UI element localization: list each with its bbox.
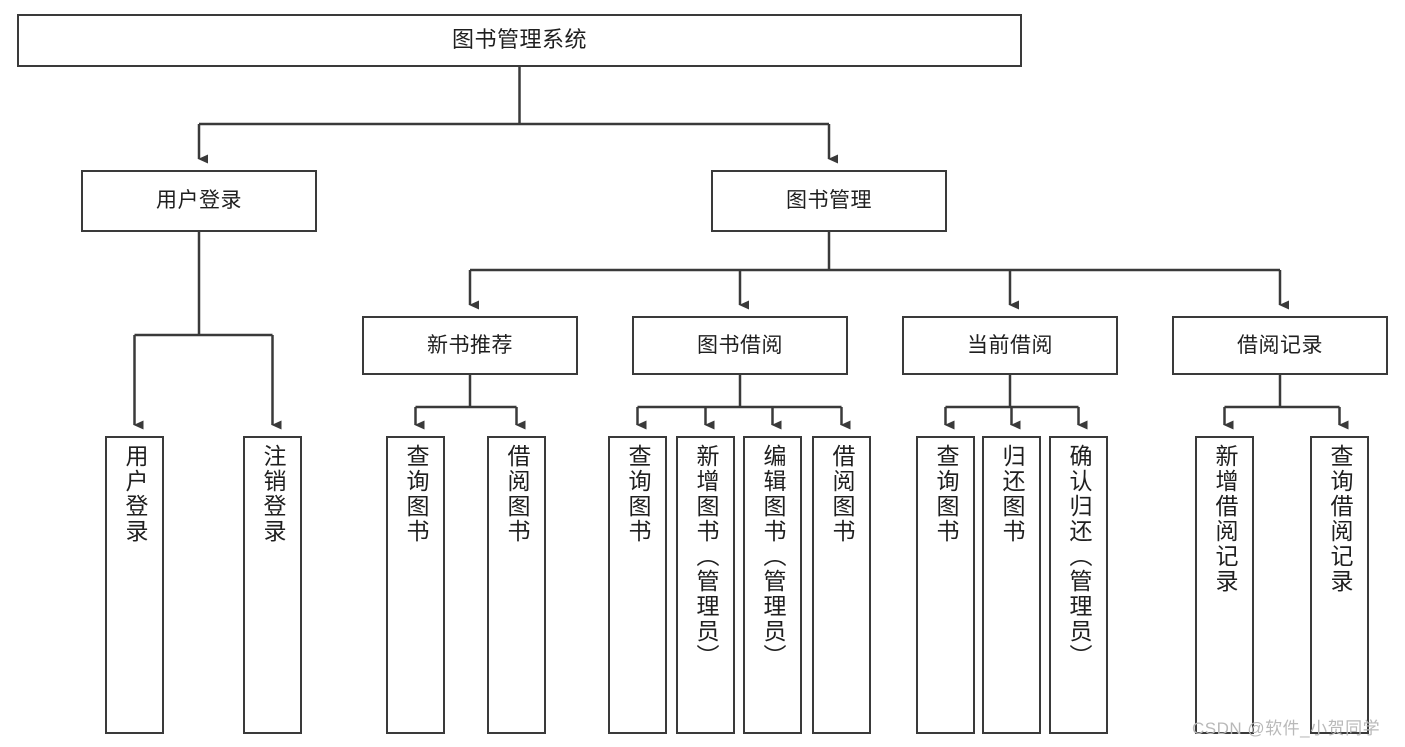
node-label: 新书推荐 <box>427 333 513 357</box>
node-user-login[interactable]: 用户登录 <box>81 170 317 232</box>
node-label: 注销登录 <box>260 444 286 544</box>
node-borrow-record[interactable]: 借阅记录 <box>1172 316 1388 375</box>
edge-e-borrow <box>636 375 851 430</box>
node-label: 图书借阅 <box>697 333 783 357</box>
node-label: 借阅图书 <box>504 444 530 544</box>
node-label: 当前借阅 <box>967 333 1053 357</box>
node-label: 归还图书 <box>999 444 1025 544</box>
node-leaf-cur-confirm[interactable]: 确认归还（管理员） <box>1049 436 1108 734</box>
node-label: 查询图书 <box>933 444 959 544</box>
node-label: 查询借阅记录 <box>1327 444 1353 594</box>
node-root[interactable]: 图书管理系统 <box>17 14 1022 67</box>
edge-e-new-rec <box>414 375 526 430</box>
node-leaf-user-logout[interactable]: 注销登录 <box>243 436 302 734</box>
node-leaf-book-add[interactable]: 新增图书（管理员） <box>676 436 735 734</box>
node-leaf-rec-search[interactable]: 查询借阅记录 <box>1310 436 1369 734</box>
node-leaf-cur-return[interactable]: 归还图书 <box>982 436 1041 734</box>
node-label: 确认归还（管理员） <box>1066 444 1092 669</box>
node-label: 用户登录 <box>122 444 148 544</box>
node-leaf-book-edit[interactable]: 编辑图书（管理员） <box>743 436 802 734</box>
node-current-borrow[interactable]: 当前借阅 <box>902 316 1118 375</box>
node-leaf-rec-borrow[interactable]: 借阅图书 <box>487 436 546 734</box>
edge-e-user-login <box>133 232 282 430</box>
node-label: 借阅图书 <box>829 444 855 544</box>
node-label: 借阅记录 <box>1237 333 1323 357</box>
node-label: 图书管理系统 <box>451 27 587 53</box>
node-label: 查询图书 <box>625 444 651 544</box>
node-leaf-rec-add[interactable]: 新增借阅记录 <box>1195 436 1254 734</box>
node-label: 新增借阅记录 <box>1212 444 1238 594</box>
node-leaf-cur-query[interactable]: 查询图书 <box>916 436 975 734</box>
node-leaf-user-login[interactable]: 用户登录 <box>105 436 164 734</box>
node-label: 图书管理 <box>786 189 872 213</box>
node-label: 用户登录 <box>156 189 242 213</box>
node-label: 查询图书 <box>403 444 429 544</box>
edge-e-record <box>1223 375 1349 430</box>
edge-e-book-man <box>468 232 1289 310</box>
node-label: 新增图书（管理员） <box>693 444 719 669</box>
node-leaf-book-borrow[interactable]: 借阅图书 <box>812 436 871 734</box>
edge-e-current <box>944 375 1088 430</box>
node-book-manage[interactable]: 图书管理 <box>711 170 947 232</box>
node-label: 编辑图书（管理员） <box>760 444 786 669</box>
node-leaf-rec-query[interactable]: 查询图书 <box>386 436 445 734</box>
node-book-borrow[interactable]: 图书借阅 <box>632 316 848 375</box>
node-new-book-rec[interactable]: 新书推荐 <box>362 316 578 375</box>
node-leaf-borrow-query[interactable]: 查询图书 <box>608 436 667 734</box>
edge-e-root <box>197 67 838 164</box>
